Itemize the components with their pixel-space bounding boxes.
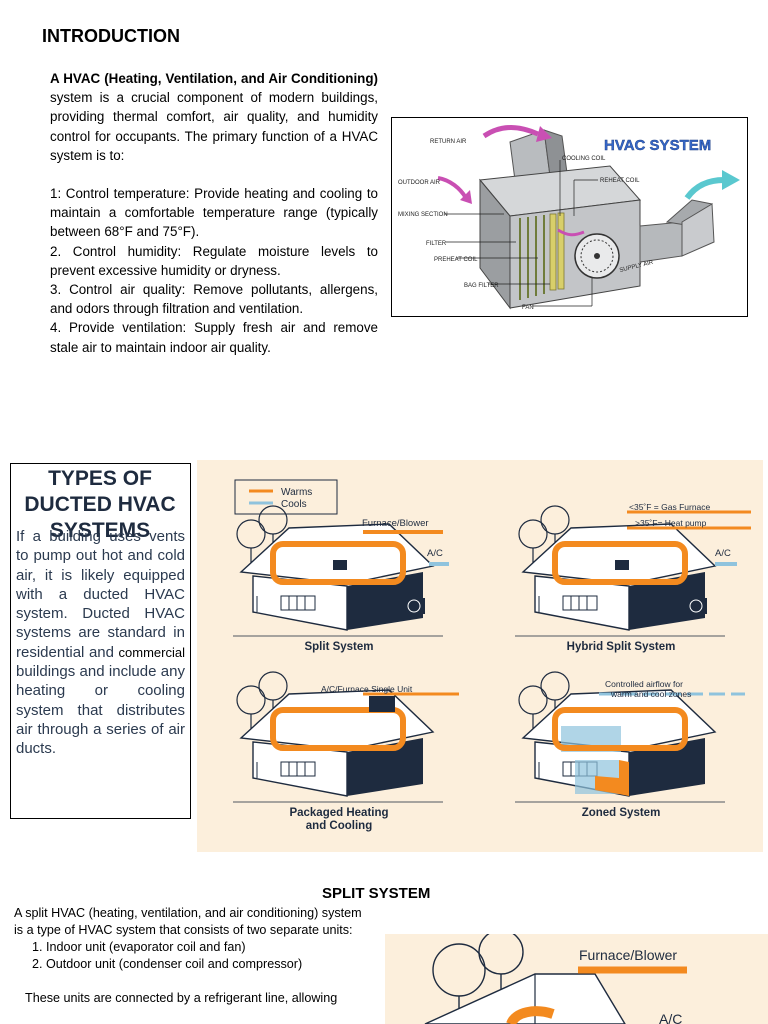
intro-text: A HVAC (Heating, Ventilation, and Air Co… (50, 69, 378, 357)
split-figure-furnace: Furnace/Blower (579, 947, 677, 963)
label-reheat-coil: REHEAT COIL (600, 178, 640, 184)
hybrid-pump-label: >35˚F= Heat pump (635, 518, 707, 528)
split-furnace-label: Furnace/Blower (362, 518, 429, 529)
split-system-label: Split System (304, 641, 373, 653)
split-intro: A split HVAC (heating, ventilation, and … (14, 906, 362, 937)
intro-item-4: 4. Provide ventilation: Supply fresh air… (50, 320, 378, 355)
hvac-types-diagram: Warms Cools Furnace/Blower A/C Split Sys… (232, 479, 751, 832)
split-heading: SPLIT SYSTEM (322, 885, 431, 902)
intro-bold: A HVAC (Heating, Ventilation, and Air Co… (50, 71, 378, 86)
hvac-figure-title: HVAC SYSTEM (604, 137, 711, 154)
hybrid-ac-label: A/C (715, 548, 731, 559)
zoned-label: Zoned System (582, 807, 661, 819)
hybrid-split-illustration (514, 505, 751, 637)
zoned-note-1: Controlled airflow for (605, 679, 683, 689)
hvac-diagram: RETURN AIR OUTDOOR AIR MIXING SECTION FI… (398, 125, 740, 311)
packaged-label-2: and Cooling (306, 820, 372, 832)
types-body-a: If a building uses vents to pump out hot… (16, 528, 185, 661)
types-body: If a building uses vents to pump out hot… (16, 527, 185, 759)
split-after: These units are connected by a refrigera… (25, 991, 338, 1005)
label-filter: FILTER (426, 241, 447, 247)
split-system-illustration (232, 505, 449, 637)
intro-heading: INTRODUCTION (42, 26, 180, 46)
legend-cool: Cools (281, 499, 307, 510)
intro-item-1: 1: Control temperature: Provide heating … (50, 186, 378, 240)
split-text: A split HVAC (heating, ventilation, and … (14, 905, 374, 1007)
hvac-types-figure: Warms Cools Furnace/Blower A/C Split Sys… (197, 460, 763, 852)
split-item-2: Outdoor unit (condenser coil and compres… (46, 956, 374, 973)
label-outdoor-air: OUTDOOR AIR (398, 180, 441, 186)
types-body-b: buildings and include any heating or coo… (16, 663, 185, 758)
label-mixing-section: MIXING SECTION (398, 212, 448, 218)
intro-item-3: 3. Control air quality: Remove pollutant… (50, 282, 378, 317)
split-list: Indoor unit (evaporator coil and fan) Ou… (14, 939, 374, 973)
types-body-small: commercial (118, 644, 185, 660)
hybrid-split-label: Hybrid Split System (567, 641, 676, 653)
hybrid-gas-label: <35˚F = Gas Furnace (629, 502, 711, 512)
label-preheat-coil: PREHEAT COIL (434, 257, 478, 263)
intro-item-2: 2. Control humidity: Regulate moisture l… (50, 243, 378, 278)
zoned-note-2: warm and cool zones (610, 689, 691, 699)
label-fan: FAN (522, 305, 534, 311)
split-item-1: Indoor unit (evaporator coil and fan) (46, 939, 374, 956)
label-bag-filter: BAG FILTER (464, 283, 499, 289)
packaged-unit-label: A/C/Furnace Single Unit (321, 684, 413, 694)
types-box (10, 463, 191, 819)
split-system-figure: Furnace/Blower A/C (385, 934, 768, 1024)
intro-paragraph: A HVAC (Heating, Ventilation, and Air Co… (50, 69, 378, 165)
types-title: TYPES OF DUCTED HVAC SYSTEMS (24, 467, 176, 542)
label-return-air: RETURN AIR (430, 139, 467, 145)
split-ac-label: A/C (427, 548, 443, 559)
label-cooling-coil: COOLING COIL (562, 156, 606, 162)
legend-warm: Warms (281, 487, 312, 498)
split-figure-diagram: Furnace/Blower A/C (424, 934, 687, 1024)
zoned-illustration (514, 671, 745, 803)
packaged-illustration (232, 671, 459, 803)
split-figure-ac: A/C (659, 1011, 682, 1024)
packaged-label-1: Packaged Heating (289, 807, 388, 819)
intro-rest: system is a crucial component of modern … (50, 90, 378, 163)
hvac-system-figure: RETURN AIR OUTDOOR AIR MIXING SECTION FI… (391, 117, 748, 317)
